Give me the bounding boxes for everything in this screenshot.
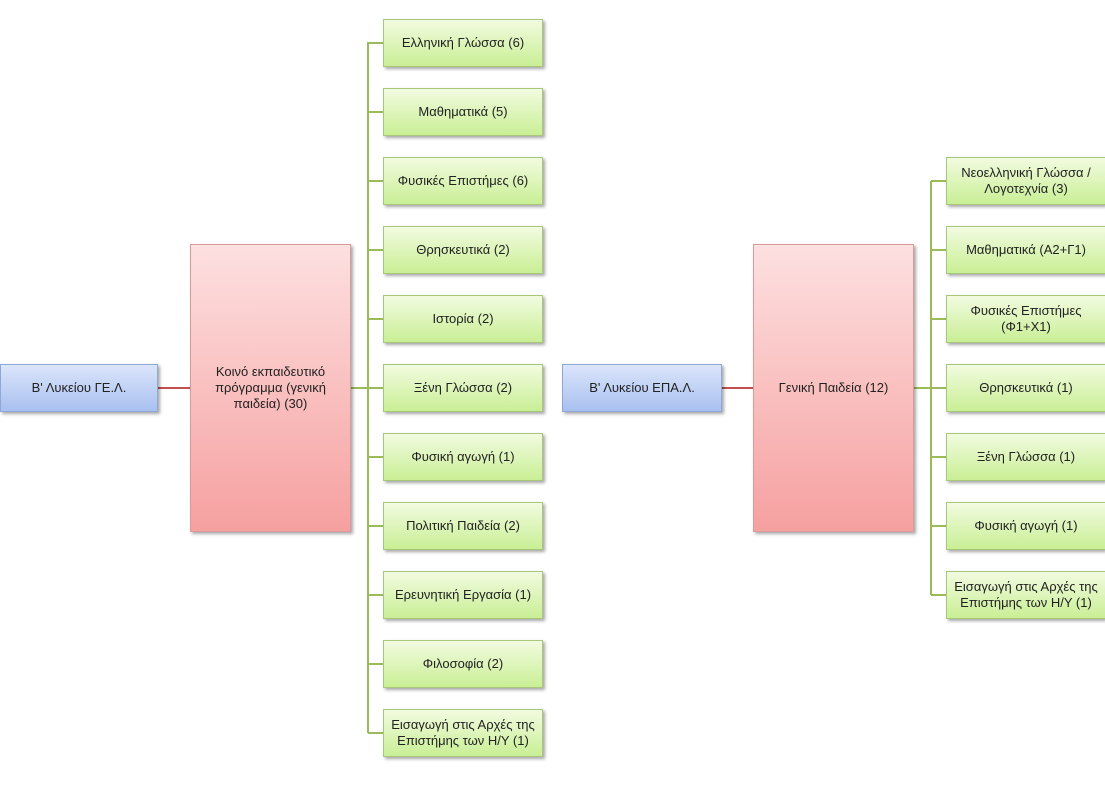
subject-label: Ιστορία (2) [432, 311, 494, 326]
subject-label: Ξένη Γλώσσα (2) [413, 380, 513, 395]
subject-label: Ξένη Γλώσσα (1) [976, 449, 1076, 464]
subject-node: Φυσικές Επιστήμες (Φ1+Χ1) [946, 295, 1105, 343]
subject-node: Μαθηματικά (Α2+Γ1) [946, 226, 1105, 274]
subject-label: Μαθηματικά (Α2+Γ1) [966, 242, 1086, 257]
subject-node: Ξένη Γλώσσα (2) [383, 364, 543, 412]
subject-node: Μαθηματικά (5) [383, 88, 543, 136]
subject-node: Νεοελληνική Γλώσσα / Λογοτεχνία (3) [946, 157, 1105, 205]
subject-node: Πολιτική Παιδεία (2) [383, 502, 543, 550]
subject-label: Πολιτική Παιδεία (2) [406, 518, 520, 533]
subject-label: Εισαγωγή στις Αρχές της Επιστήμης των Η/… [954, 579, 1098, 610]
subject-label: Φυσικές Επιστήμες (Φ1+Χ1) [970, 303, 1082, 334]
subject-label: Μαθηματικά (5) [418, 104, 508, 119]
subject-node: Ξένη Γλώσσα (1) [946, 433, 1105, 481]
subject-node: Ερευνητική Εργασία (1) [383, 571, 543, 619]
leaf-connectors [931, 180, 946, 596]
group-node-common-program: Κοινό εκπαιδευτικό πρόγραμμα (γενική παι… [190, 244, 351, 532]
subject-node: Φυσικές Επιστήμες (6) [383, 157, 543, 205]
root-node-label: Β' Λυκείου ΕΠΑ.Λ. [589, 380, 695, 395]
subject-node: Θρησκευτικά (1) [946, 364, 1105, 412]
subject-label: Φυσικές Επιστήμες (6) [397, 173, 529, 188]
subject-label: Θρησκευτικά (2) [416, 242, 510, 257]
subject-label: Ερευνητική Εργασία (1) [394, 587, 532, 602]
subject-label: Θρησκευτικά (1) [979, 380, 1073, 395]
subject-label: Εισαγωγή στις Αρχές της Επιστήμης των Η/… [391, 717, 535, 748]
subject-label: Ελληνική Γλώσσα (6) [401, 35, 525, 50]
group-node-label: Γενική Παιδεία (12) [778, 380, 889, 395]
subject-node: Ελληνική Γλώσσα (6) [383, 19, 543, 67]
subject-node: Φιλοσοφία (2) [383, 640, 543, 688]
subject-node: Φυσική αγωγή (1) [383, 433, 543, 481]
subject-node: Φυσική αγωγή (1) [946, 502, 1105, 550]
subject-node: Εισαγωγή στις Αρχές της Επιστήμης των Η/… [946, 571, 1105, 619]
leaf-connectors [368, 42, 383, 734]
subject-node: Θρησκευτικά (2) [383, 226, 543, 274]
subject-node: Εισαγωγή στις Αρχές της Επιστήμης των Η/… [383, 709, 543, 757]
subject-label: Νεοελληνική Γλώσσα / Λογοτεχνία (3) [961, 165, 1091, 196]
root-node-label: Β' Λυκείου ΓΕ.Λ. [31, 380, 127, 395]
root-node-epal: Β' Λυκείου ΕΠΑ.Λ. [562, 364, 722, 412]
subject-label: Φιλοσοφία (2) [422, 656, 504, 671]
group-node-label: Κοινό εκπαιδευτικό πρόγραμμα (γενική παι… [215, 364, 326, 411]
subject-node: Ιστορία (2) [383, 295, 543, 343]
root-node-genl: Β' Λυκείου ΓΕ.Λ. [0, 364, 158, 412]
subject-label: Φυσική αγωγή (1) [974, 518, 1078, 533]
group-node-general-education: Γενική Παιδεία (12) [753, 244, 914, 532]
subject-label: Φυσική αγωγή (1) [411, 449, 515, 464]
